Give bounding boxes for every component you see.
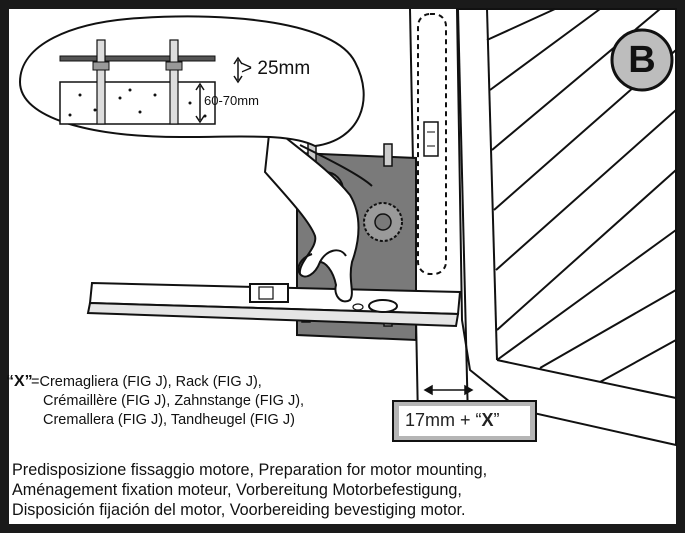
gap-label-inner [399, 406, 530, 436]
step-badge-letter: B [628, 39, 656, 81]
hand-illustration [263, 123, 360, 303]
legend-x-mark: “X” [6, 373, 33, 390]
legend-line-3: Cremallera (FIG J), Tandheugel (FIG J) [43, 412, 295, 428]
gap-prefix: 17mm + “ [405, 410, 482, 430]
legend-line-1: =Cremagliera (FIG J), Rack (FIG J), [31, 374, 262, 390]
callout-bubble [18, 15, 373, 187]
legend-line-2: Crémaillère (FIG J), Zahnstange (FIG J), [43, 393, 305, 409]
clearance-dimension: > 25mm [241, 58, 311, 79]
badge-circle [610, 28, 674, 92]
depth-dimension: 60-70mm [204, 93, 259, 108]
caption-line-2: Aménagement fixation moteur, Vorbereitun… [12, 481, 462, 499]
caption-line-3: Disposición fijación del motor, Voorbere… [12, 501, 466, 519]
gap-measurement-label: 17mm + “X” [405, 410, 500, 431]
gap-dimension [423, 384, 474, 396]
gap-x: X [481, 410, 494, 430]
gap-suffix: ” [493, 410, 500, 430]
caption-line-1: Predisposizione fissaggio motore, Prepar… [12, 461, 488, 479]
